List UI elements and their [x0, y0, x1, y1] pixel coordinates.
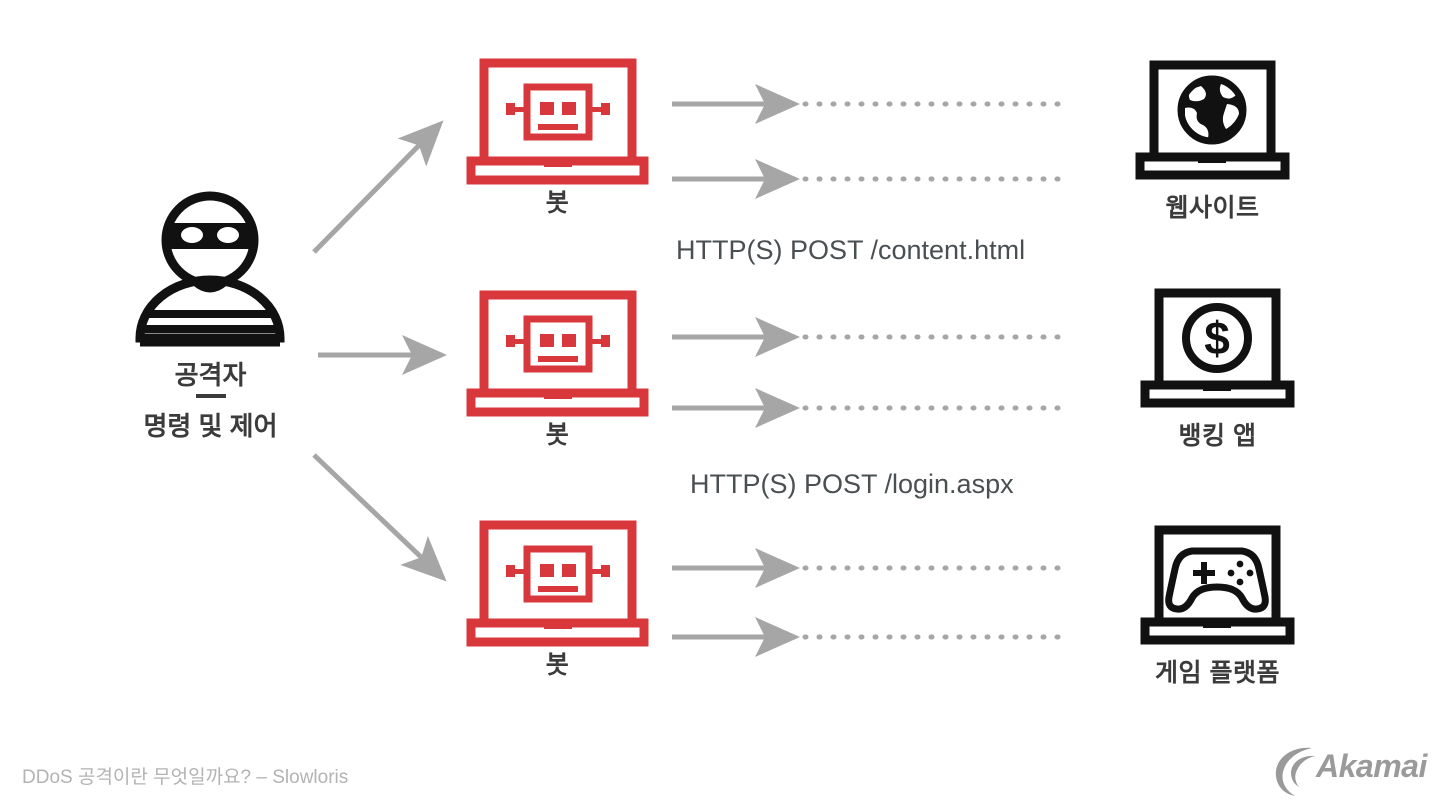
command-control-arrows [312, 120, 447, 582]
arrow-attacker-to-bot-1 [312, 120, 444, 254]
masked-burglar-icon [135, 191, 285, 347]
akamai-wordmark: Akamai [1316, 748, 1427, 784]
akamai-logo: Akamai [1268, 742, 1427, 800]
bot-2-request-arrows [672, 317, 1071, 428]
dollar-coin-laptop-icon: $ [1140, 288, 1295, 408]
bot-label-2: 봇 [545, 421, 570, 449]
bot-node-3[interactable]: 봇 [466, 520, 649, 679]
attacker-divider [196, 394, 226, 398]
robot-laptop-icon [466, 58, 649, 185]
robot-laptop-icon [466, 520, 649, 647]
request-caption-2: HTTP(S) POST /login.aspx [690, 469, 1014, 499]
target-label-website: 웹사이트 [1165, 194, 1260, 222]
bot-node-2[interactable]: 봇 [466, 290, 649, 449]
bot-label-3: 봇 [545, 651, 570, 679]
footer-caption: DDoS 공격이란 무엇일까요? – Slowloris [22, 767, 349, 788]
target-node-banking[interactable]: $ 뱅킹 앱 [1140, 288, 1295, 450]
arrow-attacker-to-bot-3 [312, 453, 447, 582]
target-label-banking: 뱅킹 앱 [1178, 422, 1257, 450]
akamai-wave-icon [1275, 747, 1315, 796]
target-node-gaming[interactable]: 게임 플랫폼 [1140, 525, 1295, 687]
target-node-website[interactable]: 웹사이트 [1135, 60, 1290, 222]
globe-laptop-icon [1135, 60, 1290, 180]
game-controller-laptop-icon [1140, 525, 1295, 645]
bot-node-1[interactable]: 봇 [466, 58, 649, 217]
bot-3-request-arrows [672, 548, 1071, 657]
bot-label-1: 봇 [545, 189, 570, 217]
bot-1-request-arrows [672, 84, 1071, 199]
robot-laptop-icon [466, 290, 649, 417]
attacker-node[interactable]: 공격자 명령 및 제어 [108, 190, 313, 441]
request-caption-1: HTTP(S) POST /content.html [676, 235, 1026, 265]
target-label-gaming: 게임 플랫폼 [1155, 659, 1280, 687]
svg-text:$: $ [1204, 312, 1230, 364]
attacker-sublabel: 명령 및 제어 [143, 411, 278, 441]
attacker-label: 공격자 [174, 360, 247, 390]
